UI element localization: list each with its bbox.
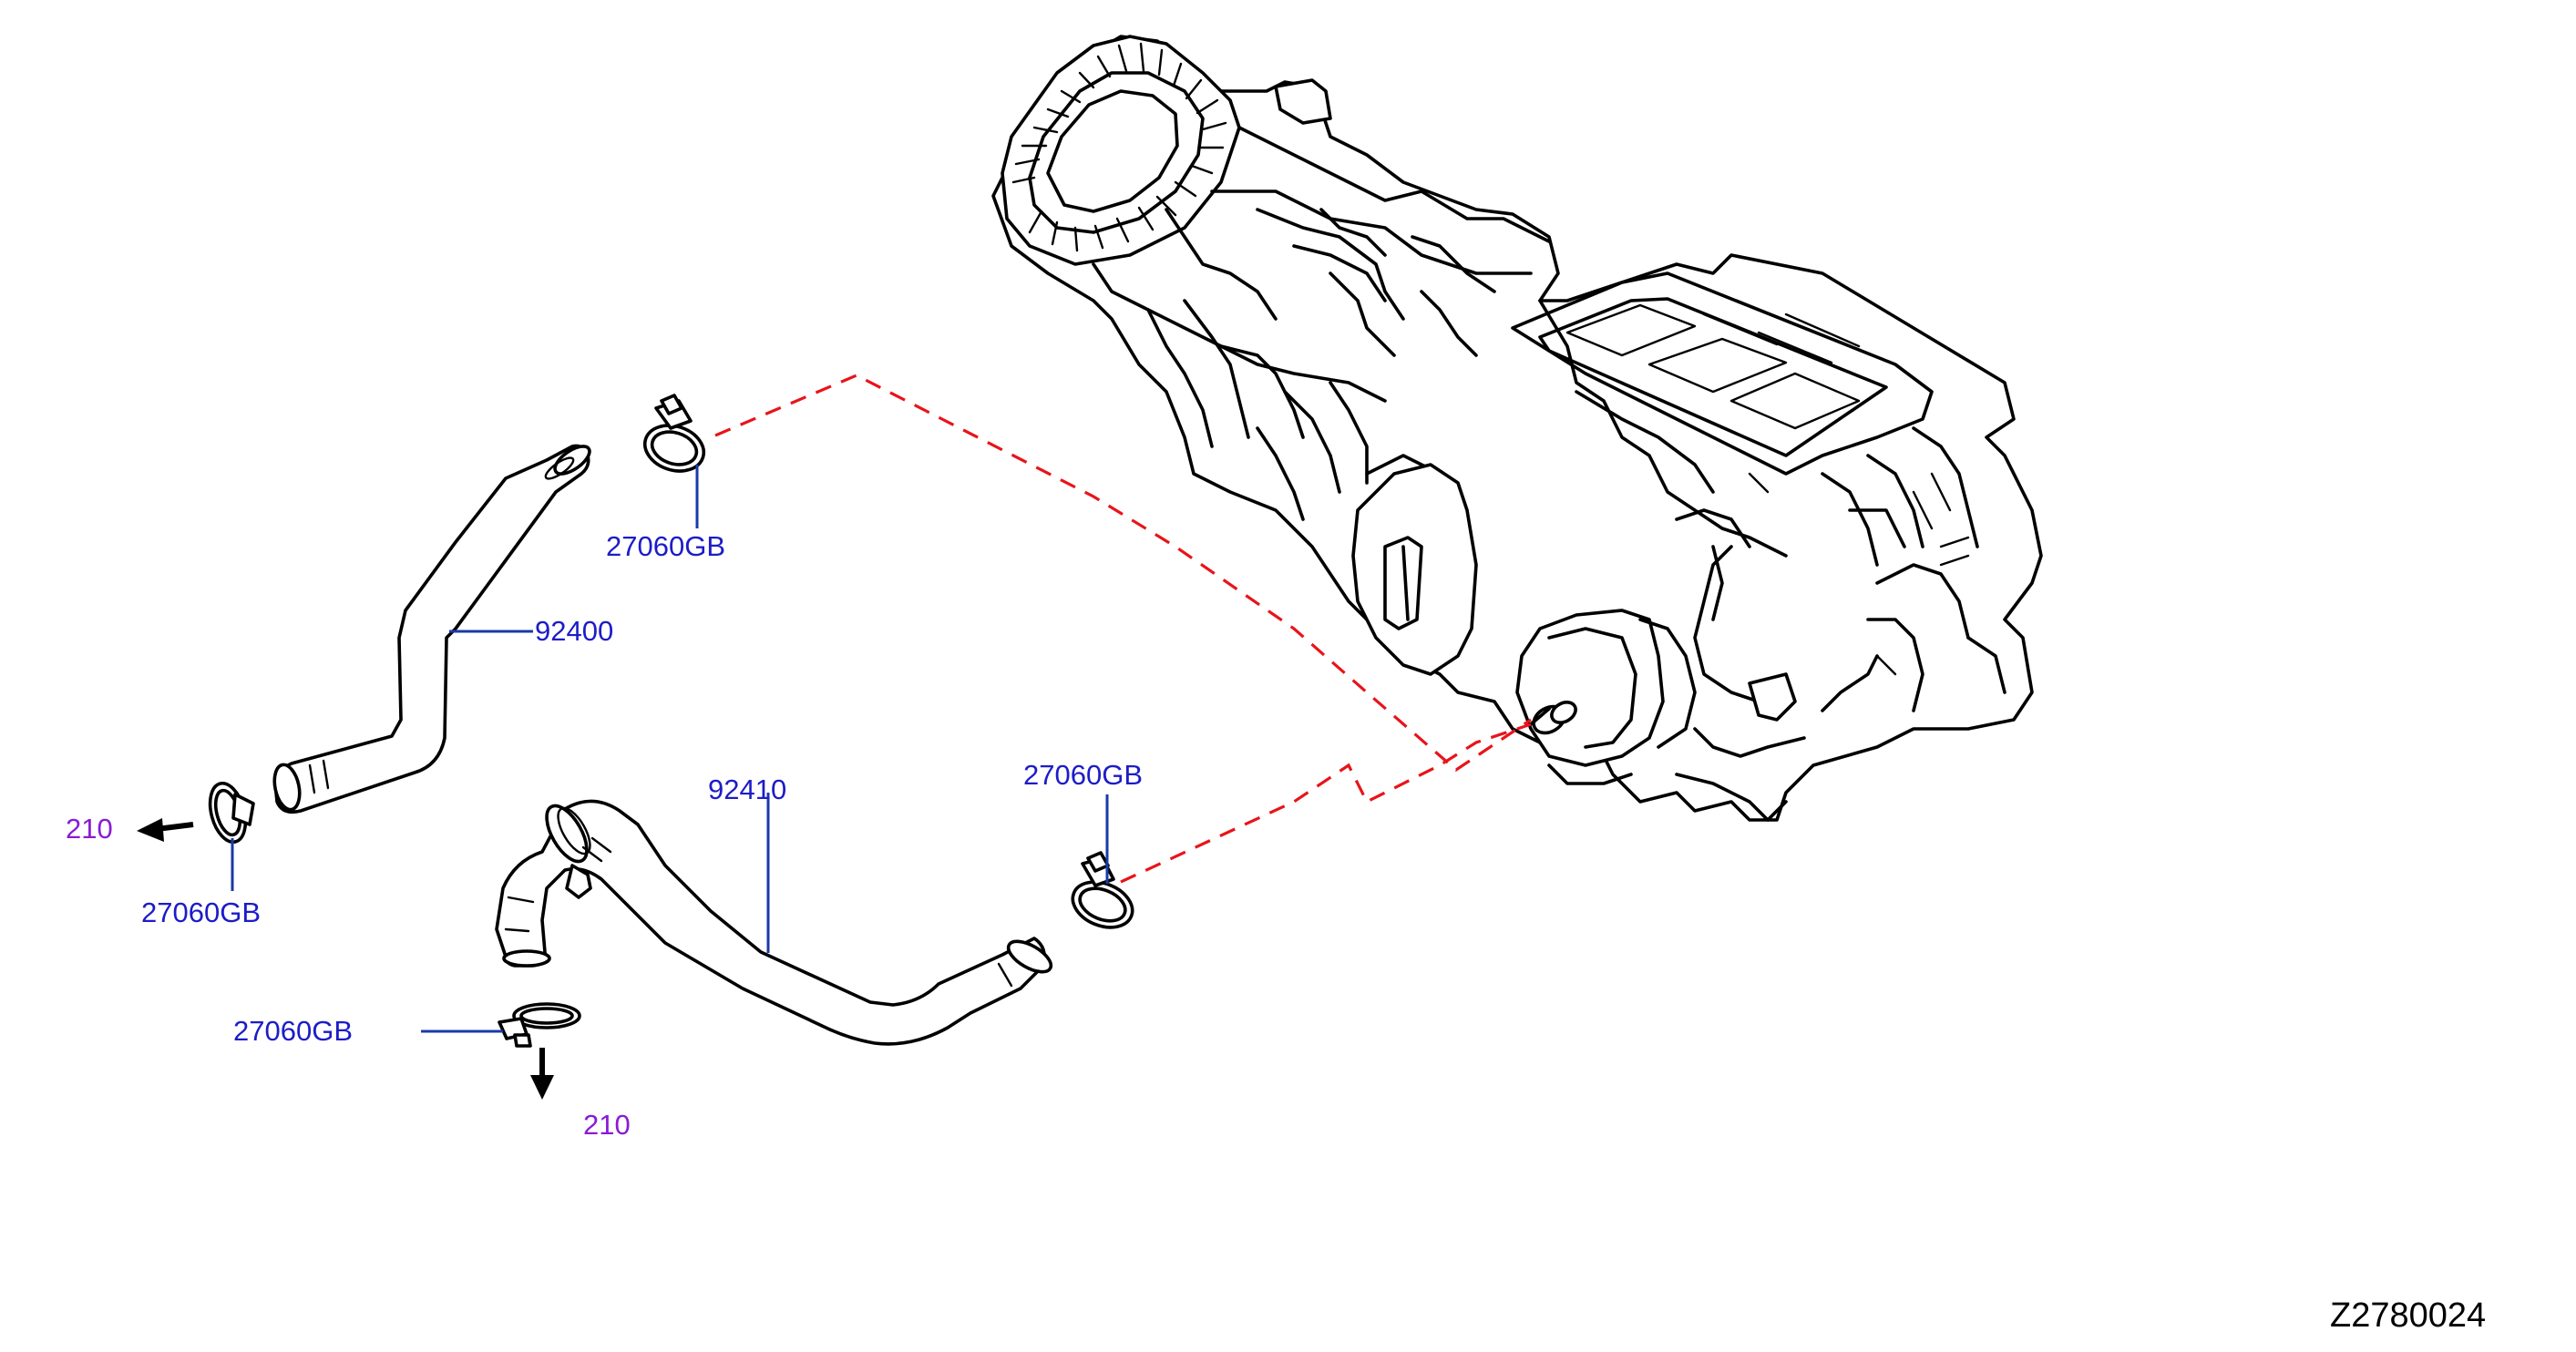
reference-label-left: 210 bbox=[66, 813, 113, 845]
part-label-clamp-mid: 27060GB bbox=[1023, 759, 1143, 791]
hose-92400 bbox=[272, 444, 591, 814]
part-label-clamp-left: 27060GB bbox=[141, 896, 261, 928]
lower-connection-dash bbox=[1120, 722, 1532, 884]
clamp-mid bbox=[1071, 851, 1134, 929]
clamp-left bbox=[208, 781, 255, 845]
upper-connection-dash bbox=[714, 374, 1532, 773]
part-label-hose-upper: 92400 bbox=[535, 615, 613, 647]
clamp-upper bbox=[642, 394, 706, 473]
hose-92410 bbox=[495, 799, 1053, 1046]
reference-label-bottom: 210 bbox=[583, 1109, 631, 1141]
part-label-clamp-bottom: 27060GB bbox=[233, 1015, 353, 1047]
connection-lines bbox=[714, 374, 1532, 884]
part-label-hose-lower: 92410 bbox=[708, 773, 786, 805]
leader-lines bbox=[231, 465, 1109, 1033]
drawing-code: Z2780024 bbox=[2330, 1296, 2486, 1335]
part-label-clamp-upper: 27060GB bbox=[606, 530, 725, 562]
clamp-bottom bbox=[498, 1002, 581, 1048]
arrow-left-icon bbox=[137, 818, 194, 842]
arrow-down-icon bbox=[530, 1048, 554, 1100]
heater-unit-assembly bbox=[991, 35, 2043, 822]
